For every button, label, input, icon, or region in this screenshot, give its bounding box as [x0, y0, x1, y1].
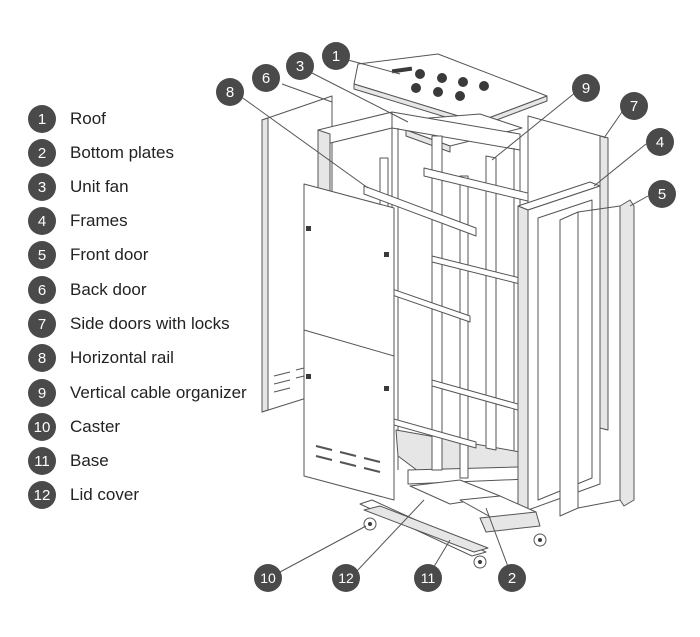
callout-badges: 1 6 3 8 9 7 4: [216, 42, 676, 592]
legend-number-badge: 6: [28, 276, 56, 304]
callout-number: 3: [296, 58, 304, 75]
legend-label: Side doors with locks: [70, 314, 230, 333]
legend-label: Vertical cable organizer: [70, 383, 247, 402]
legend-label: Base: [70, 451, 109, 470]
bottom-plates-part: [459, 495, 541, 533]
legend-item-frames: 4 Frames: [28, 206, 128, 236]
legend-label: Unit fan: [70, 177, 129, 196]
callout-number: 8: [226, 84, 234, 101]
callout-number: 5: [658, 186, 666, 203]
legend-label: Horizontal rail: [70, 348, 174, 367]
frame-door-part: [517, 181, 601, 513]
callout-number: 9: [582, 80, 590, 97]
legend-item-unit-fan: 3 Unit fan: [28, 172, 129, 202]
callout-badge-lid-cover: 12: [332, 564, 360, 592]
front-panel-part: [303, 183, 395, 501]
legend-number-badge: 10: [28, 413, 56, 441]
legend-item-front-door: 5 Front door: [28, 240, 148, 270]
callout-badge-back-door: 6: [252, 64, 280, 92]
callout-number: 1: [332, 48, 340, 65]
legend-number-badge: 4: [28, 207, 56, 235]
callout-number: 6: [262, 70, 270, 87]
callout-badge-side-doors: 7: [620, 92, 648, 120]
legend-label: Lid cover: [70, 485, 139, 504]
legend-label: Caster: [70, 417, 121, 436]
legend-number-badge: 7: [28, 310, 56, 338]
caster-part: [363, 517, 547, 569]
legend-item-base: 11 Base: [28, 446, 109, 476]
callout-badge-roof: 1: [322, 42, 350, 70]
legend-item-lid-cover: 12 Lid cover: [28, 480, 139, 510]
callout-badge-horizontal-rail: 8: [216, 78, 244, 106]
callout-badge-unit-fan: 3: [286, 52, 314, 80]
callout-badge-front-door: 5: [648, 180, 676, 208]
legend-number-badge: 9: [28, 379, 56, 407]
legend-item-bottom-plates: 2 Bottom plates: [28, 138, 174, 168]
legend-label: Back door: [70, 280, 147, 299]
callout-badge-frames: 4: [646, 128, 674, 156]
callout-badge-bottom-plates: 2: [498, 564, 526, 592]
legend-label: Frames: [70, 211, 128, 230]
callout-leader-lines: [239, 59, 649, 573]
legend-label: Front door: [70, 245, 149, 264]
legend-item-horizontal-rail: 8 Horizontal rail: [28, 343, 174, 373]
front-door-part: [559, 199, 635, 517]
legend-item-roof: 1 Roof: [28, 104, 106, 134]
callout-number: 7: [630, 98, 638, 115]
callout-number: 10: [260, 570, 276, 586]
callout-badge-vertical-cable-organizer: 9: [572, 74, 600, 102]
base-part: [359, 499, 489, 557]
legend-number-badge: 8: [28, 344, 56, 372]
legend-label: Bottom plates: [70, 143, 174, 162]
callout-badge-caster: 10: [254, 564, 282, 592]
callout-number: 12: [338, 570, 354, 586]
callout-number: 11: [421, 570, 436, 586]
callout-number: 2: [508, 570, 516, 587]
legend-number-badge: 2: [28, 139, 56, 167]
legend-item-side-doors: 7 Side doors with locks: [28, 309, 230, 339]
legend-number-badge: 5: [28, 241, 56, 269]
legend-number-badge: 12: [28, 481, 56, 509]
legend-item-back-door: 6 Back door: [28, 275, 147, 305]
callout-badge-base: 11: [414, 564, 442, 592]
legend-label: Roof: [70, 109, 106, 128]
callout-number: 4: [656, 134, 664, 151]
legend-item-caster: 10 Caster: [28, 412, 120, 442]
legend-item-vertical-cable-organizer: 9 Vertical cable organizer: [28, 378, 247, 408]
legend-number-badge: 11: [28, 447, 56, 475]
legend-number-badge: 3: [28, 173, 56, 201]
legend-number-badge: 1: [28, 105, 56, 133]
